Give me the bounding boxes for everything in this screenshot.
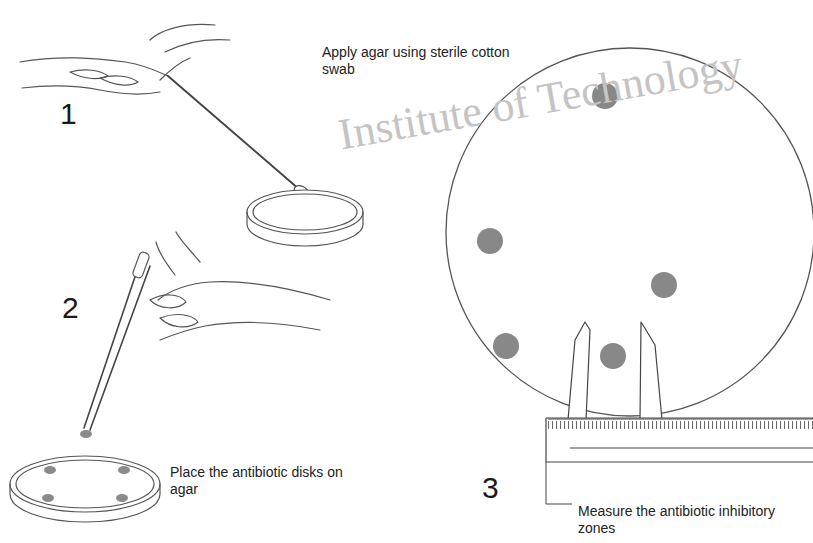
inhibition-zone-disk bbox=[651, 272, 677, 298]
swab-stick bbox=[168, 76, 300, 190]
antibiotic-disk bbox=[116, 494, 128, 502]
antibiotic-disk bbox=[80, 430, 92, 438]
petri-dish-rim bbox=[10, 484, 160, 522]
forceps bbox=[84, 262, 150, 430]
hand-outline bbox=[22, 86, 160, 94]
ruler-ticks bbox=[548, 419, 813, 431]
inhibition-zone-disk bbox=[493, 333, 519, 359]
caliper-jaw bbox=[568, 322, 590, 420]
petri-dish bbox=[247, 190, 363, 234]
antibiotic-disk bbox=[118, 466, 130, 474]
finger bbox=[160, 315, 198, 327]
inhibition-zone-disk bbox=[600, 343, 626, 369]
callout-number: 1 bbox=[60, 98, 100, 130]
bracket-line bbox=[546, 462, 572, 504]
petri-dish bbox=[10, 456, 160, 512]
ruler-edge bbox=[548, 419, 813, 420]
step-caption: Apply agar using sterile cotton swab bbox=[322, 44, 512, 78]
hand-outline bbox=[160, 323, 320, 340]
step-caption: Measure the antibiotic inhibitory zones bbox=[578, 503, 808, 537]
caliper-jaw bbox=[640, 322, 662, 420]
thumb bbox=[160, 58, 190, 80]
antibiotic-disk bbox=[44, 466, 56, 474]
finger bbox=[150, 295, 186, 308]
antibiotic-disk bbox=[42, 494, 54, 502]
petri-dish-inner bbox=[253, 194, 357, 230]
caliper-ruler bbox=[546, 418, 813, 462]
hand-outline bbox=[158, 282, 330, 300]
step-caption: Place the antibiotic disks on agar bbox=[170, 464, 350, 498]
finger bbox=[100, 76, 138, 85]
hand-outline bbox=[20, 58, 168, 76]
callout-number: 2 bbox=[62, 292, 102, 324]
finger bbox=[150, 24, 230, 52]
petri-dish-rim bbox=[247, 212, 363, 246]
inhibition-zone-disk bbox=[477, 228, 503, 254]
forceps-grip bbox=[132, 251, 150, 279]
ruler-line bbox=[570, 448, 813, 449]
finger bbox=[156, 232, 200, 275]
callout-number: 3 bbox=[482, 472, 522, 504]
petri-dish-inner bbox=[16, 460, 154, 508]
